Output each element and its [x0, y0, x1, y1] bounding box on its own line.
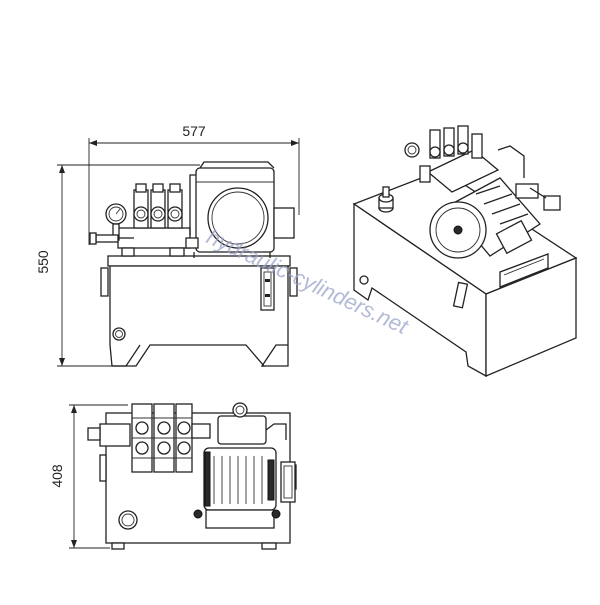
motor-iso [429, 177, 541, 259]
motor [185, 161, 295, 258]
front-view: 577 550 [35, 123, 300, 367]
isometric-view [352, 125, 578, 378]
depth-dimension: 408 [49, 404, 128, 549]
level-gauge [260, 267, 275, 311]
valve-stack [117, 183, 191, 257]
motor-top [193, 402, 287, 529]
height-dimension-label: 550 [35, 250, 51, 274]
height-dimension: 550 [35, 164, 200, 367]
width-dimension-label: 577 [182, 123, 206, 139]
depth-dimension-label: 408 [49, 464, 65, 488]
top-view: 408 [49, 402, 297, 550]
valve-stack-top [87, 403, 211, 473]
width-dimension: 577 [88, 123, 300, 245]
valve-stack-iso [404, 125, 561, 211]
pressure-gauge [89, 203, 134, 245]
filler-cap-iso [378, 186, 394, 213]
tank [100, 255, 298, 367]
